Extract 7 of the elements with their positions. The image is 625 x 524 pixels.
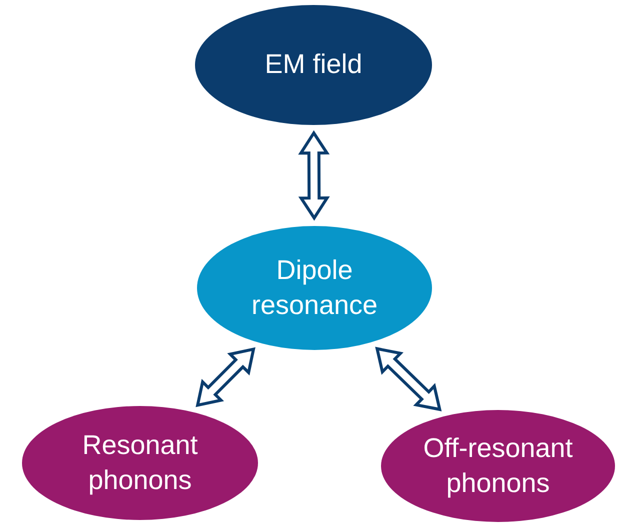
double-arrow <box>375 346 442 412</box>
node-label: Dipole resonance <box>250 254 379 322</box>
node-label: Off-resonant phonons <box>422 432 574 500</box>
double-arrow <box>298 130 330 221</box>
node-label: EM field <box>264 48 362 82</box>
double-arrow <box>196 347 256 408</box>
node-label: Resonant phonons <box>81 428 199 497</box>
